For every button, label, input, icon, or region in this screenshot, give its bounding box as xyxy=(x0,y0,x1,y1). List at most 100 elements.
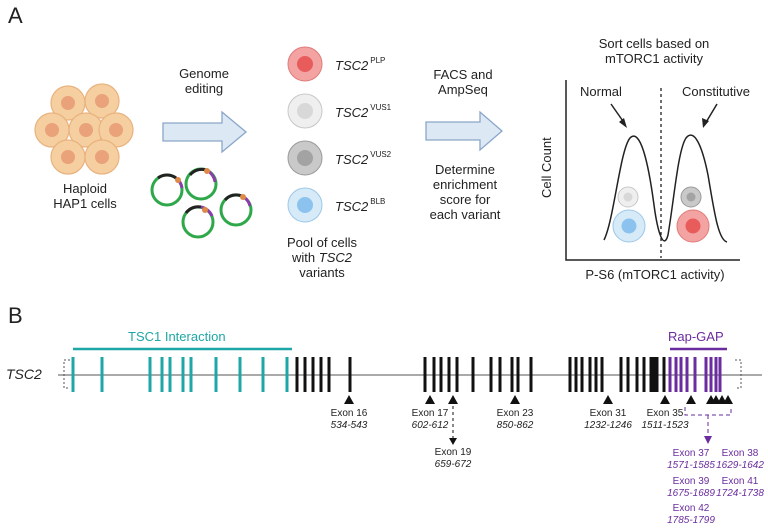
facs-arrow xyxy=(425,110,503,152)
exon-marker-triangle xyxy=(660,395,670,404)
exon-bars xyxy=(71,357,722,392)
exon-bar xyxy=(439,357,443,392)
exon-marker-triangle xyxy=(686,395,696,404)
plot-axes xyxy=(565,80,740,261)
exon-markers xyxy=(344,395,733,445)
exon-bar-rapgap xyxy=(709,357,713,392)
genome-editing-arrow xyxy=(162,110,248,154)
exon-bar xyxy=(574,357,578,392)
pool-label-line1: Pool of cells xyxy=(286,235,358,250)
exon-bar xyxy=(588,357,592,392)
variant-cell-vus2 xyxy=(287,140,323,176)
haploid-label: Haploid HAP1 cells xyxy=(53,181,117,211)
exon-marker-triangle xyxy=(510,395,520,404)
exon-bar-tsc1 xyxy=(148,357,152,392)
exon-bar xyxy=(319,357,323,392)
exon-bar xyxy=(295,357,299,392)
rapgap-bracket-arrowhead xyxy=(704,436,712,444)
exon-marker-triangle xyxy=(344,395,354,404)
gene-map xyxy=(58,347,762,445)
exon-bar xyxy=(510,357,514,392)
exon-bar-rapgap xyxy=(668,357,672,392)
exon-bar-tsc1 xyxy=(181,357,185,392)
rapgap-exon-bracket xyxy=(684,407,732,436)
plot-cell-vus2 xyxy=(680,186,702,208)
exon-bar xyxy=(529,357,533,392)
exon-bar xyxy=(594,357,598,392)
variant-cell-plp xyxy=(287,46,323,82)
pool-label-line2: with TSC2 xyxy=(292,249,352,265)
exon-bar-rapgap xyxy=(685,357,689,392)
x-axis-label: P-S6 (mTORC1 activity) xyxy=(585,267,725,282)
facs-label: FACS and AmpSeq xyxy=(433,67,493,97)
exon19-pointer-arrowhead xyxy=(449,438,457,445)
normal-label: Normal xyxy=(580,84,622,99)
exon-bar xyxy=(303,357,307,392)
exon-marker-triangle xyxy=(723,395,733,404)
exon-bar-rapgap xyxy=(714,357,718,392)
exon-bar xyxy=(423,357,427,392)
cell xyxy=(34,112,70,148)
exon-bar-tsc1 xyxy=(214,357,218,392)
haploid-cell-cluster xyxy=(34,83,134,175)
plot-cell-blb xyxy=(612,209,646,243)
sort-plot xyxy=(565,80,740,261)
cell xyxy=(84,83,120,119)
exon-bar xyxy=(498,357,502,392)
exon-bar-rapgap xyxy=(718,357,722,392)
plasmid xyxy=(219,193,253,227)
exon-bar-rapgap xyxy=(693,357,697,392)
exon-bar xyxy=(516,357,520,392)
exon-bar xyxy=(642,357,646,392)
utr-bracket-right xyxy=(735,359,742,389)
exon-bar xyxy=(652,357,656,392)
rapgap-label: Rap-GAP xyxy=(668,329,724,344)
exon-bar-tsc1 xyxy=(100,357,104,392)
exon-bar-tsc1 xyxy=(71,357,75,392)
exon-bar xyxy=(619,357,623,392)
exon-bar xyxy=(635,357,639,392)
exon-bar xyxy=(447,357,451,392)
exon-bar xyxy=(568,357,572,392)
exon-marker-triangle xyxy=(425,395,435,404)
cell xyxy=(50,139,86,175)
exon-bar xyxy=(348,357,352,392)
exon-marker-triangle xyxy=(603,395,613,404)
plasmid-group xyxy=(150,167,253,239)
exon-bar-tsc1 xyxy=(285,357,289,392)
exon-bar-rapgap xyxy=(679,357,683,392)
exon-bar xyxy=(580,357,584,392)
exon-bar-tsc1 xyxy=(168,357,172,392)
plasmid xyxy=(181,205,215,239)
plot-cell-plp xyxy=(676,209,710,243)
constitutive-label: Constitutive xyxy=(682,84,750,99)
exon-bar-rapgap xyxy=(704,357,708,392)
distribution-curve xyxy=(603,134,728,243)
exon-bar xyxy=(471,357,475,392)
sort-title: Sort cells based on mTORC1 activity xyxy=(598,36,710,66)
exon-bar-tsc1 xyxy=(238,357,242,392)
panel-b-label: B xyxy=(8,303,23,328)
y-axis-label: Cell Count xyxy=(539,137,554,198)
genome-editing-label: Genome editing xyxy=(179,66,229,96)
exon-bar xyxy=(432,357,436,392)
plasmid xyxy=(184,167,218,201)
exon-bar xyxy=(600,357,604,392)
variant-cell-blb xyxy=(287,187,323,223)
exon-bar xyxy=(489,357,493,392)
